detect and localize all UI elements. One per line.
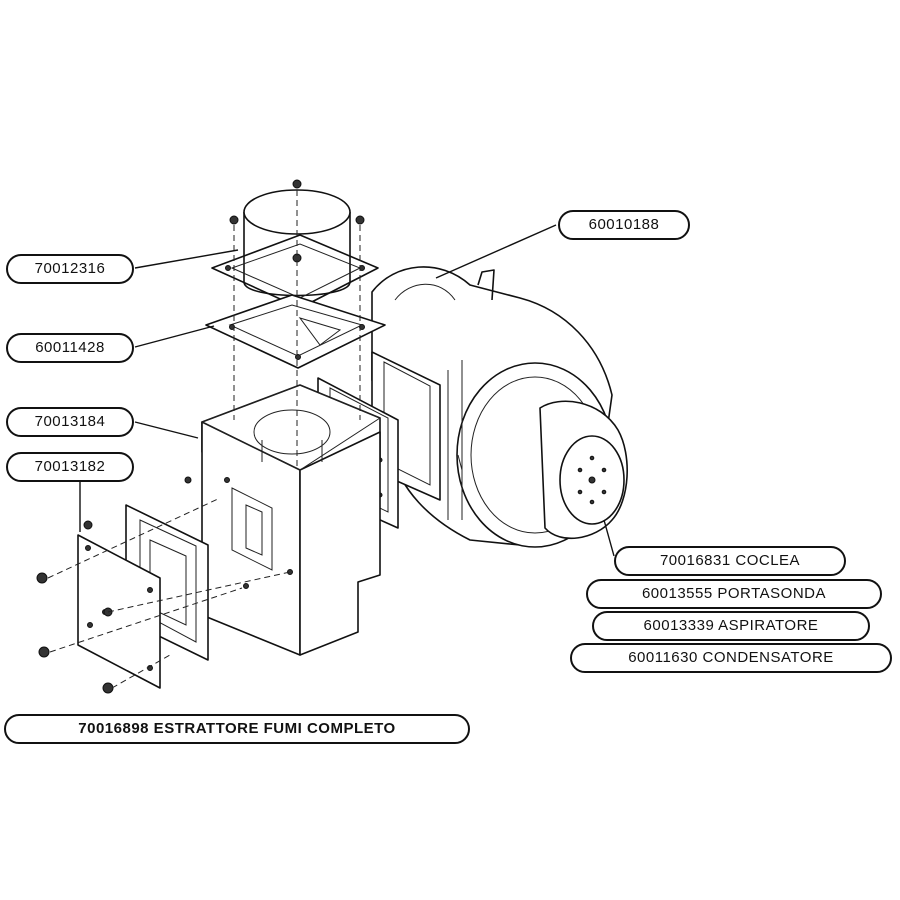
- motor-cylinder: [229, 179, 365, 297]
- leader-lines: [79, 224, 615, 557]
- callout-70016831-coclea: 70016831 COCLEA: [614, 546, 846, 576]
- callout-60013339-aspiratore: 60013339 ASPIRATORE: [592, 611, 870, 641]
- extractor-box: [184, 384, 382, 656]
- cover-plate: [77, 534, 161, 689]
- assembly-axes: [47, 190, 361, 689]
- callout-70013184: 70013184: [6, 407, 134, 437]
- callout-70016898-estrattore-fumi-completo: 70016898 ESTRATTORE FUMI COMPLETO: [4, 714, 470, 744]
- callout-70013182: 70013182: [6, 452, 134, 482]
- callout-60013555-portasonda: 60013555 PORTASONDA: [586, 579, 882, 609]
- gasket: [205, 294, 386, 369]
- callout-60011428: 60011428: [6, 333, 134, 363]
- callout-60010188: 60010188: [558, 210, 690, 240]
- callout-70012316: 70012316: [6, 254, 134, 284]
- callout-60011630-condensatore: 60011630 CONDENSATORE: [570, 643, 892, 673]
